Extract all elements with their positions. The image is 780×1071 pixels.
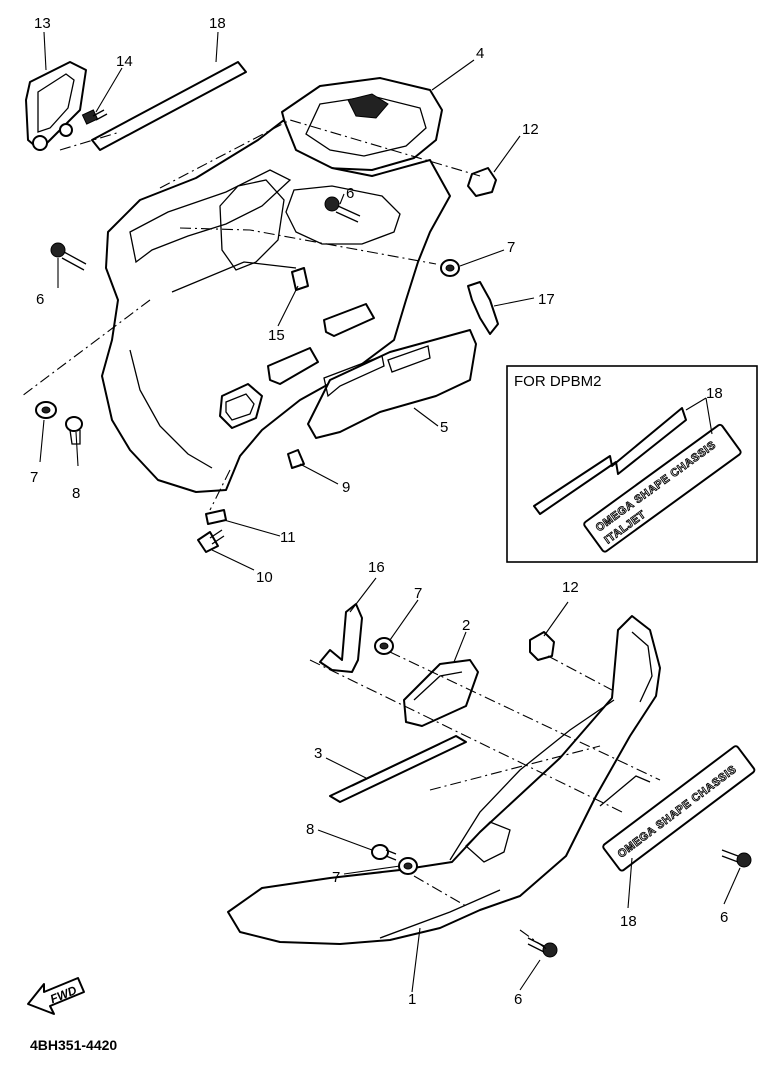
callout-15: 15 [268, 327, 285, 344]
callout-10: 10 [256, 569, 273, 586]
leader-lines [39, 31, 741, 993]
inset-emblem: OMEGA SHAPE CHASSIS ITALJET [583, 423, 742, 553]
diagram-code: 4BH351-4420 [30, 1037, 117, 1053]
fwd-arrow: FWD [27, 977, 85, 1015]
grommet-7-lower-b [398, 857, 418, 875]
upper-cowling-assembly [21, 61, 499, 553]
upper-cowl-4 [281, 77, 443, 171]
callout-1: 1 [408, 991, 416, 1008]
callout-3: 3 [314, 745, 322, 762]
inset-title: FOR DPBM2 [514, 373, 602, 390]
screw-10 [197, 529, 225, 553]
bolt-6-lower-right [721, 849, 752, 868]
bracket-16 [319, 603, 363, 673]
assembly-guide-lines-lower [309, 651, 661, 951]
callout-4: 4 [476, 45, 484, 62]
callout-12-upper: 12 [522, 121, 539, 138]
callout-14: 14 [116, 53, 133, 70]
callout-6-left: 6 [36, 291, 44, 308]
callouts: 13 18 14 4 12 6 7 6 17 15 5 7 8 9 11 10 … [30, 15, 728, 1008]
fwd-arrow-label: FWD [48, 983, 79, 1006]
bracket-17 [467, 281, 499, 335]
callout-2: 2 [462, 617, 470, 634]
collar-8-upper [65, 416, 83, 445]
clip-15 [291, 267, 309, 291]
callout-16: 16 [368, 559, 385, 576]
side-cowl-body [101, 119, 451, 493]
screw-14 [81, 109, 108, 125]
bolt-6-left [50, 242, 87, 271]
callout-18-lower: 18 [620, 913, 637, 930]
lower-cowl-1 [227, 615, 661, 945]
callout-17: 17 [538, 291, 555, 308]
callout-6-lower-right: 6 [720, 909, 728, 926]
bolt-6-center [324, 196, 361, 223]
callout-18-inset: 18 [706, 385, 723, 402]
grommet-7-lower-a [374, 637, 394, 655]
grommet-7-right [440, 259, 460, 277]
callout-5: 5 [440, 419, 448, 436]
bolt-6-lower-center [527, 937, 558, 958]
collar-8-lower [371, 844, 397, 861]
callout-6-center: 6 [346, 185, 354, 202]
bracket-strip-3 [329, 735, 467, 803]
callout-11: 11 [280, 529, 296, 546]
nut-12-upper [467, 167, 497, 197]
callout-7-lower-top: 7 [414, 585, 422, 602]
inset-decal-strip-18 [533, 407, 687, 515]
decal-strip-18 [91, 61, 247, 151]
clip-9 [287, 449, 305, 469]
callout-18-upper: 18 [209, 15, 226, 32]
callout-9: 9 [342, 479, 350, 496]
grommet-7-left [35, 401, 57, 419]
nut-12-lower [529, 631, 555, 661]
callout-7-left: 7 [30, 469, 38, 486]
callout-12-lower: 12 [562, 579, 579, 596]
callout-13: 13 [34, 15, 51, 32]
callout-6-lower-center: 6 [514, 991, 522, 1008]
assembly-guide-lines-upper [21, 119, 481, 511]
callout-7-right: 7 [507, 239, 515, 256]
callout-7-lower: 7 [332, 869, 340, 886]
bracket-13 [25, 61, 87, 151]
callout-8-lower: 8 [306, 821, 314, 838]
inset-emblem-line1: OMEGA SHAPE CHASSIS [594, 439, 719, 534]
nut-11 [205, 509, 227, 525]
heat-shield-2 [403, 659, 479, 727]
lower-cowling-assembly: OMEGA SHAPE CHASSIS [227, 603, 756, 958]
side-panel-5 [307, 329, 477, 439]
callout-8-upper: 8 [72, 485, 80, 502]
